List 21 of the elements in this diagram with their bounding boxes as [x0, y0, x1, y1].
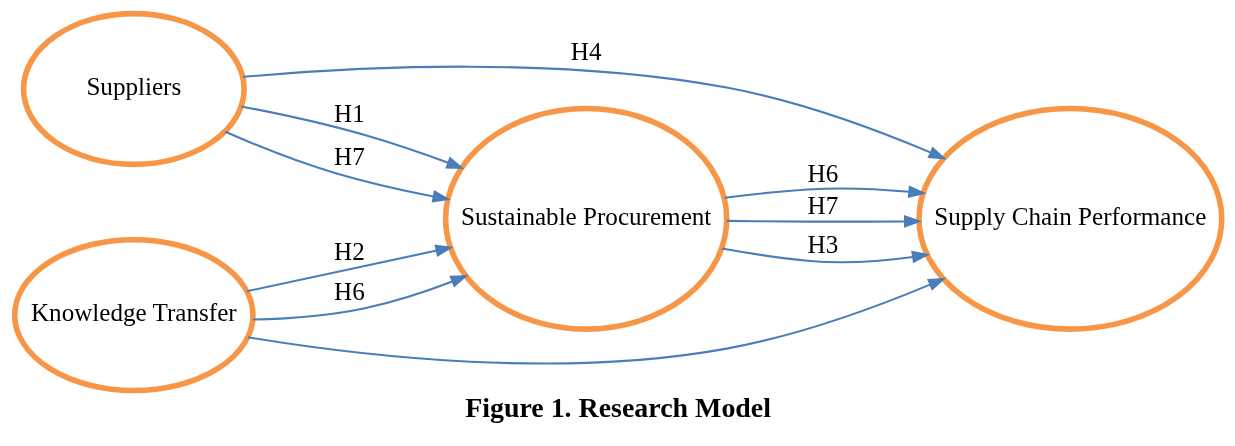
- edge-label: H2: [333, 237, 365, 265]
- arrow: [242, 65, 947, 160]
- arrow: [246, 244, 453, 293]
- edge-label: H7: [333, 142, 365, 170]
- arrow: [247, 277, 946, 365]
- arrow: [224, 130, 451, 203]
- node-ellipse: Knowledge Transfer: [11, 236, 256, 394]
- node-ellipse: Suppliers: [20, 10, 247, 168]
- edge-label: H3: [807, 230, 838, 258]
- caption: Figure 1. Research Model: [464, 392, 771, 424]
- edge-label: H6: [807, 159, 838, 187]
- arrow: [721, 247, 930, 264]
- arrow: [724, 185, 926, 199]
- edge-label: H7: [807, 191, 838, 219]
- node-ellipse: Supply Chain Performance: [915, 105, 1224, 332]
- arrow: [252, 275, 469, 321]
- edge-label: H6: [333, 278, 365, 306]
- arrow: [726, 215, 922, 228]
- edge-label: H4: [570, 38, 602, 66]
- arrow: [240, 105, 464, 169]
- edge-label: H1: [333, 99, 365, 127]
